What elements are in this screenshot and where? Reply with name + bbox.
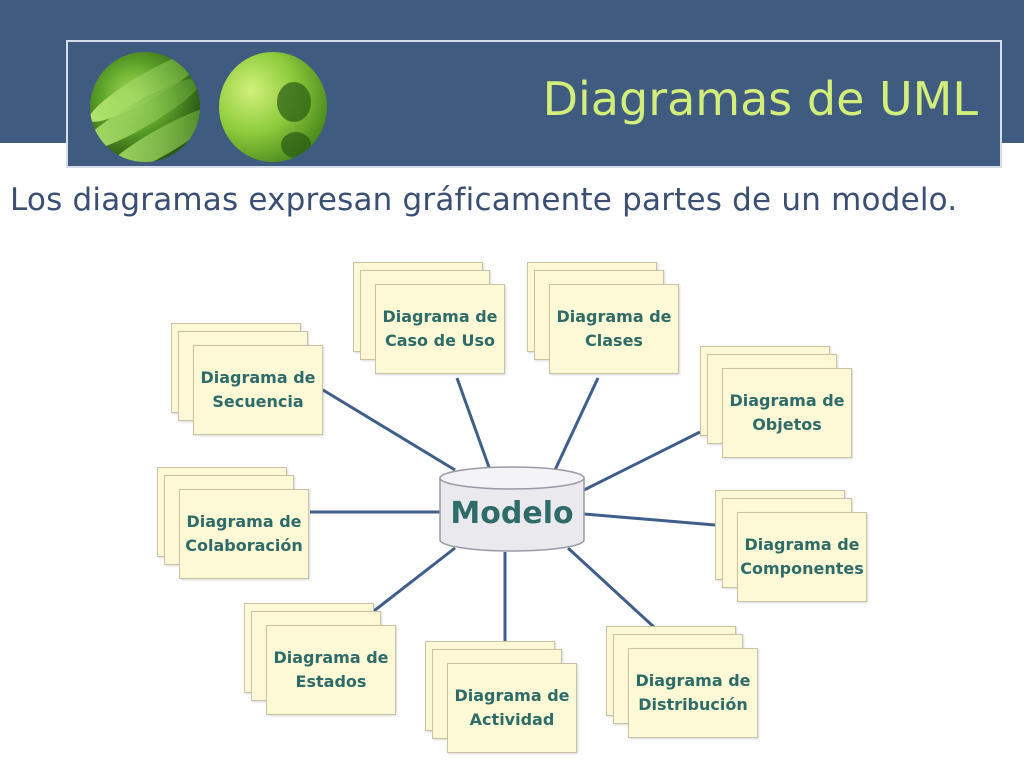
node-label: Diagrama de Actividad (454, 686, 570, 729)
edge-secuencia (322, 388, 456, 472)
leaf-image-right (219, 52, 327, 162)
model-cylinder (439, 466, 585, 552)
node-label: Diagrama de Clases (556, 307, 672, 350)
node-label: Diagrama de Colaboración (185, 512, 303, 555)
card-front: Diagrama de Objetos (722, 368, 852, 458)
card-front: Diagrama de Secuencia (193, 345, 323, 435)
card-front: Diagrama de Colaboración (179, 489, 309, 579)
model-label: Modelo (450, 496, 574, 531)
edge-distribucion (566, 546, 657, 630)
slide-title: Diagramas de UML (542, 72, 978, 126)
node-label: Diagrama de Caso de Uso (382, 307, 498, 350)
card-front: Diagrama de Estados (266, 625, 396, 715)
card-front: Diagrama de Componentes (737, 512, 867, 602)
edge-estados (369, 546, 456, 616)
slide-subtitle: Los diagramas expresan gráficamente part… (10, 182, 958, 218)
card-front: Diagrama de Actividad (447, 663, 577, 753)
card-front: Diagrama de Clases (549, 284, 679, 374)
edge-componentes (583, 512, 716, 527)
leaf-image-left (90, 52, 200, 162)
node-label: Diagrama de Estados (273, 648, 389, 691)
card-front: Diagrama de Distribución (628, 648, 758, 738)
edge-clases (553, 377, 600, 471)
edge-caso-de-uso (455, 377, 492, 471)
node-label: Diagrama de Distribución (635, 671, 751, 714)
node-label: Diagrama de Secuencia (200, 368, 316, 411)
node-label: Diagrama de Objetos (729, 391, 845, 434)
card-front: Diagrama de Caso de Uso (375, 284, 505, 374)
edge-objetos (583, 430, 701, 492)
node-label: Diagrama de Componentes (740, 535, 864, 578)
